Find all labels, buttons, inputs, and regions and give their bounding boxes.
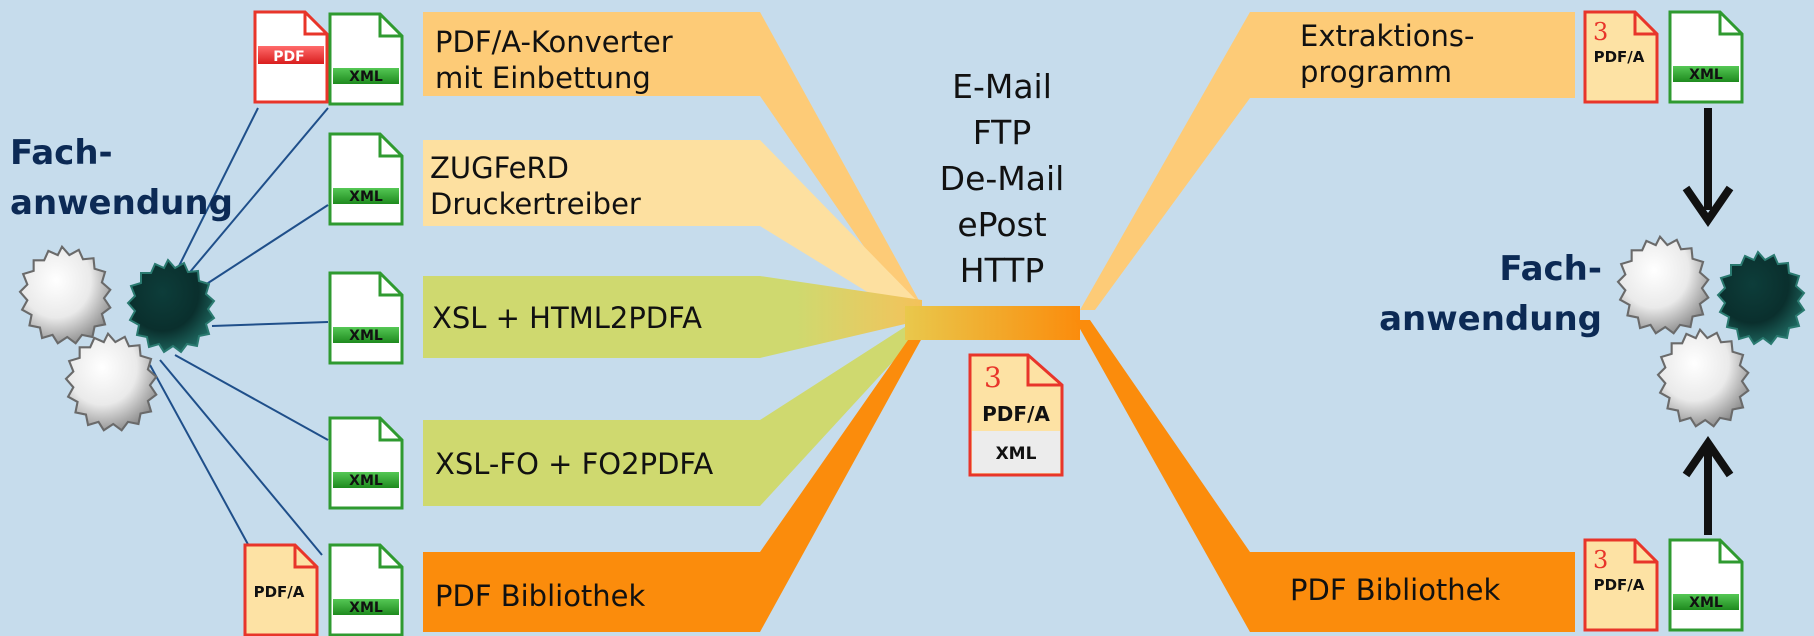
- xml-doc-label: XML: [349, 600, 383, 616]
- tool-label-pdfa-konverter: PDF/A-Konverter mit Einbettung: [435, 24, 673, 96]
- band-pdf-bibliothek-left: [423, 320, 922, 632]
- tool-label-pdf-bibliothek-right: PDF Bibliothek: [1290, 572, 1500, 608]
- xml-document-icon: XML: [328, 12, 404, 106]
- left-app-line2: anwendung: [10, 183, 233, 223]
- channel-demail: De-Mail: [939, 159, 1065, 198]
- xml-document-icon: XML: [328, 543, 404, 636]
- channel-http: HTTP: [959, 251, 1045, 290]
- pdfa-level: 3: [1593, 546, 1608, 574]
- xml-doc-label: XML: [349, 473, 383, 489]
- left-app-line1: Fach-: [10, 133, 113, 173]
- pdfa-xml-document-icon: 3 PDF/A XML: [968, 353, 1064, 477]
- gear-icon: [1656, 328, 1750, 428]
- band-xsl-fo: [423, 316, 922, 506]
- xml-doc-label: XML: [349, 328, 383, 344]
- tool-line: XSL-FO + FO2PDFA: [435, 447, 714, 481]
- pdfa-doc-label: PDF/A: [254, 583, 305, 601]
- tool-label-xsl-fo: XSL-FO + FO2PDFA: [435, 446, 713, 482]
- tool-line: programm: [1300, 55, 1453, 89]
- tool-line: mit Einbettung: [435, 61, 651, 95]
- hub-connector: [905, 306, 1080, 340]
- tool-line: PDF Bibliothek: [1290, 573, 1501, 607]
- xml-document-icon: XML: [328, 416, 404, 510]
- pdfa-level: 3: [984, 361, 1002, 394]
- pdf-document-icon: PDF: [253, 10, 329, 104]
- xml-doc-label: XML: [349, 189, 383, 205]
- connector-lines: [149, 107, 329, 556]
- pdfa-doc-label: PDF/A: [982, 402, 1050, 426]
- band-pdf-bibliothek-right: [1075, 320, 1575, 632]
- gear-icon: [18, 245, 112, 345]
- gear-icon: [1717, 251, 1805, 345]
- right-app-title: Fach- anwendung: [1352, 244, 1602, 344]
- channel-epost: ePost: [957, 205, 1047, 244]
- tool-label-xsl-html: XSL + HTML2PDFA: [432, 300, 702, 336]
- right-app-line1: Fach-: [1499, 249, 1602, 289]
- gear-icon: [127, 259, 215, 353]
- left-app-title: Fach- anwendung: [10, 128, 233, 228]
- xml-document-icon: XML: [1668, 10, 1744, 104]
- band-xsl-html: [423, 276, 922, 358]
- transport-channels: E-Mail FTP De-Mail ePost HTTP: [912, 64, 1092, 294]
- arrow-up-icon: [1682, 435, 1734, 535]
- tool-line: PDF/A-Konverter: [435, 25, 673, 59]
- tool-line: ZUGFeRD: [430, 151, 569, 185]
- pdfa-document-icon: 3 PDF/A: [1583, 10, 1659, 104]
- gear-icon: [64, 332, 158, 432]
- xml-document-icon: XML: [328, 132, 404, 226]
- arrow-down-icon: [1682, 108, 1734, 228]
- pdfa-doc-label: PDF/A: [1594, 576, 1645, 594]
- band-extraktion: [1080, 12, 1575, 310]
- tool-line: Extraktions-: [1300, 19, 1475, 53]
- pdfa-doc-label: PDF/A: [1594, 48, 1645, 66]
- band-pdfa-konverter: [423, 12, 922, 306]
- pdfa-document-icon: 3 PDF/A: [1583, 538, 1659, 632]
- channel-email: E-Mail: [952, 67, 1052, 106]
- pdf-doc-label: PDF: [273, 49, 304, 65]
- tool-line: PDF Bibliothek: [435, 579, 646, 613]
- xml-document-icon: XML: [1668, 538, 1744, 632]
- pdfa-document-icon: PDF/A: [243, 543, 319, 636]
- pdfa-level: 3: [1593, 18, 1608, 46]
- xml-doc-label: XML: [1689, 595, 1723, 611]
- xml-document-icon: XML: [328, 271, 404, 365]
- tool-line: XSL + HTML2PDFA: [432, 301, 702, 335]
- tool-line: Druckertreiber: [430, 187, 641, 221]
- tool-label-zugferd: ZUGFeRD Druckertreiber: [430, 150, 641, 222]
- band-zugferd: [423, 140, 922, 312]
- tool-label-extraktion: Extraktions- programm: [1300, 18, 1474, 90]
- xml-doc-label: XML: [349, 69, 383, 85]
- xml-doc-label: XML: [996, 444, 1037, 464]
- xml-doc-label: XML: [1689, 67, 1723, 83]
- channel-ftp: FTP: [972, 113, 1032, 152]
- gear-icon: [1616, 235, 1710, 335]
- tool-label-pdf-bibliothek-left: PDF Bibliothek: [435, 578, 645, 614]
- right-app-line2: anwendung: [1379, 299, 1602, 339]
